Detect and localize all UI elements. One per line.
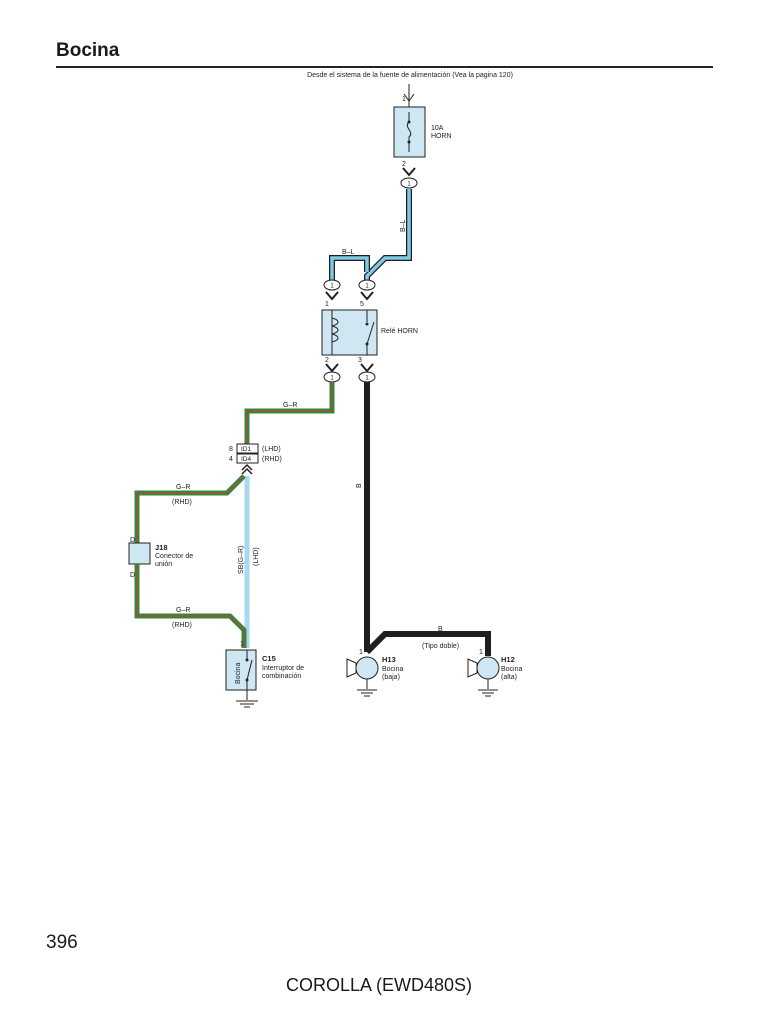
fuse-name: HORN <box>431 133 452 140</box>
relay-top-connector-5: 1 <box>358 279 376 301</box>
horn-high-h12 <box>467 656 500 697</box>
wire-label-lhd: (LHD) <box>253 547 260 566</box>
switch-inner-label: Bocina <box>235 662 242 684</box>
switch-pin: 1 <box>240 641 244 648</box>
horn-low-h13 <box>346 656 379 697</box>
connector-id1-id4 <box>236 443 259 464</box>
wire-b <box>364 382 491 656</box>
horn-high-label-2: (alta) <box>501 674 517 681</box>
switch-label-1: Interruptor de <box>262 665 304 672</box>
footer-model: COROLLA (EWD480S) <box>286 975 473 995</box>
connector-arrow-icon <box>402 167 416 177</box>
relay-pin-1: 1 <box>325 301 329 308</box>
relay-top-connector-1: 1 <box>323 279 341 301</box>
wire-label-bl-vertical: B–L <box>400 219 407 232</box>
switch-label-2: combinación <box>262 673 301 680</box>
horn-low-pin: 1 <box>359 649 363 656</box>
switch-code: C15 <box>262 654 276 663</box>
wire-label-gr-lower: G–R <box>176 607 190 614</box>
horn-icon <box>467 658 478 678</box>
svg-text:1: 1 <box>330 376 334 382</box>
junction-code: J18 <box>155 543 168 552</box>
source-arrow <box>403 84 415 107</box>
wire-g-r-upper <box>134 474 246 543</box>
junction-pin-top: D <box>130 537 135 544</box>
connector-id4: ID4 <box>241 456 252 463</box>
relay-pin-2: 2 <box>325 357 329 364</box>
relay-contact-icon <box>366 321 375 345</box>
wire-b-l-branch <box>329 255 370 283</box>
relay-pin-5: 5 <box>360 301 364 308</box>
page-title: Bocina <box>56 40 120 61</box>
relay-bottom-connector-3: 1 <box>358 363 376 383</box>
fuse-pin-bottom: 2 <box>402 161 406 168</box>
connector-chevron-icon <box>241 463 253 475</box>
fuse-rating: 10A <box>431 125 444 132</box>
page-number: 396 <box>46 932 78 953</box>
horn-low-label-1: Bocina <box>382 666 404 673</box>
connector-id1-note: (LHD) <box>262 446 281 453</box>
source-note: Desde el sistema de la fuente de aliment… <box>307 72 513 79</box>
wire-label-gr-top: G–R <box>283 402 297 409</box>
junction-label-1: Conector de <box>155 553 193 560</box>
connector-pin-8: 8 <box>229 446 233 453</box>
relay-horn <box>321 309 378 356</box>
title-divider <box>56 66 713 68</box>
connector-id1: ID1 <box>241 446 252 453</box>
switch-c15 <box>225 649 257 700</box>
wire-label-sb: SB(G–R) <box>238 546 245 574</box>
switch-contact-icon <box>246 659 253 681</box>
horn-high-code: H12 <box>501 655 515 664</box>
wire-label-b-horizontal: B <box>438 626 443 633</box>
horn-high-pin: 1 <box>479 649 483 656</box>
relay-bottom-connector-2: 1 <box>323 363 341 383</box>
junction-j18 <box>128 542 151 565</box>
relay-name: Relé HORN <box>381 328 418 335</box>
svg-text:1: 1 <box>365 376 369 382</box>
wire-g-r-lower <box>134 564 247 648</box>
relay-coil-icon <box>331 317 339 343</box>
wire-b-l <box>364 189 412 283</box>
wire-label-rhd-lower: (RHD) <box>172 622 192 629</box>
splice-connector: 1 <box>400 177 418 189</box>
horn-high-label-1: Bocina <box>501 666 523 673</box>
wire-label-bl-horizontal: B–L <box>342 249 355 256</box>
horn-low-label-2: (baja) <box>382 674 400 681</box>
relay-pin-3: 3 <box>358 357 362 364</box>
svg-text:1: 1 <box>407 182 411 188</box>
horn-icon <box>346 658 357 678</box>
ground-icon <box>236 700 258 708</box>
fuse-10a-horn <box>393 106 426 158</box>
fuse-pin-top: 1 <box>402 96 406 103</box>
wire-label-b-vertical: B <box>356 483 363 488</box>
junction-label-2: unión <box>155 561 172 568</box>
wire-label-gr-upper: G–R <box>176 484 190 491</box>
wire-label-tipo-doble: (Tipo doble) <box>422 643 459 650</box>
svg-text:1: 1 <box>330 284 334 290</box>
connector-id4-note: (RHD) <box>262 456 282 463</box>
junction-pin-bottom: D <box>130 572 135 579</box>
horn-low-code: H13 <box>382 655 396 664</box>
wire-g-r-top <box>244 382 335 444</box>
wire-label-rhd-upper: (RHD) <box>172 499 192 506</box>
svg-text:1: 1 <box>365 284 369 290</box>
connector-pin-4: 4 <box>229 456 233 463</box>
